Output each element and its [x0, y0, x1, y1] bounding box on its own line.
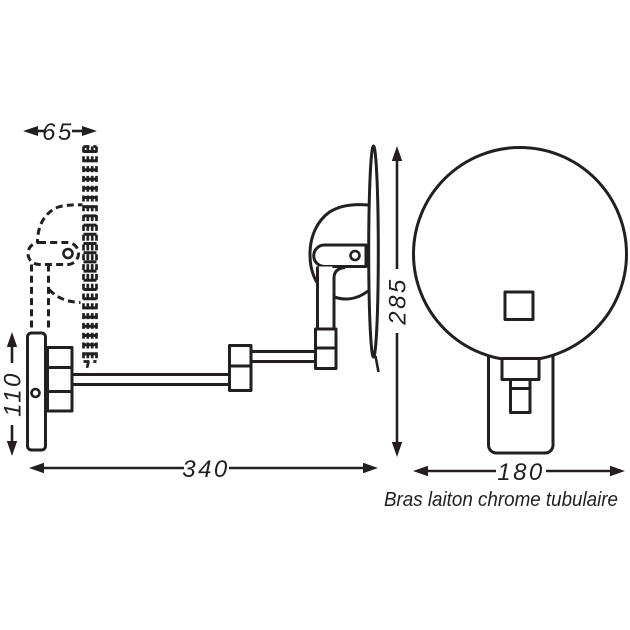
dim-folded-depth-label: 65: [42, 119, 74, 146]
mount-bracket-wide: [500, 357, 541, 381]
dim-arm-reach: 340: [29, 456, 378, 483]
arrow-right-icon: [82, 126, 97, 136]
arrow-down-icon: [6, 441, 18, 456]
wall-elbow-block: [46, 346, 74, 413]
front-view: [412, 146, 628, 455]
dim-mirror-width: 180: [413, 459, 625, 486]
arrow-left-icon: [23, 126, 38, 136]
dim-wall-plate-height: 110: [0, 332, 27, 456]
folded-housing-bottom-arc: [47, 288, 81, 304]
arrow-left-icon: [413, 465, 428, 477]
dim-mirror-width-label: 180: [497, 459, 545, 486]
arrow-up-icon: [391, 146, 403, 161]
arrow-left-icon: [29, 462, 44, 474]
folded-pivot-pin: [62, 247, 74, 260]
arrow-up-icon: [6, 332, 18, 347]
dim-wall-plate-height-label: 110: [0, 371, 27, 417]
dim-mirror-height-label: 285: [385, 277, 412, 326]
mirror-detail-square: [503, 290, 535, 321]
side-view: [26, 144, 380, 452]
folded-mirror-glass: [82, 145, 98, 372]
glass-bottom-tail: [84, 361, 90, 372]
mount-bracket-stem: [509, 378, 532, 414]
mirror-face: [412, 146, 628, 362]
dim-mirror-height: 285: [385, 146, 412, 457]
mirror-bottom-tail: [374, 355, 380, 373]
pivot-pin: [349, 249, 361, 262]
middle-joint-block: [228, 344, 253, 392]
dim-arm-reach-label: 340: [182, 456, 230, 483]
arrow-right-icon: [363, 462, 378, 474]
arrow-right-icon: [610, 465, 625, 477]
folded-housing-top-arc: [35, 203, 83, 247]
dim-folded-depth: 65: [23, 119, 97, 146]
folded-position-dashed: [26, 145, 98, 372]
folded-pivot-bar: [26, 241, 80, 266]
arm-vertical-right: [332, 266, 346, 330]
screw-hole: [30, 387, 41, 399]
arrow-down-icon: [391, 442, 403, 457]
dimensions: 65 110 340 285 180: [0, 119, 625, 486]
caption: Bras laiton chrome tubulaire: [384, 489, 618, 511]
mirror-glass-side: [367, 144, 380, 359]
extended-position: [26, 144, 380, 452]
arm-vertical-fill: [319, 266, 333, 329]
